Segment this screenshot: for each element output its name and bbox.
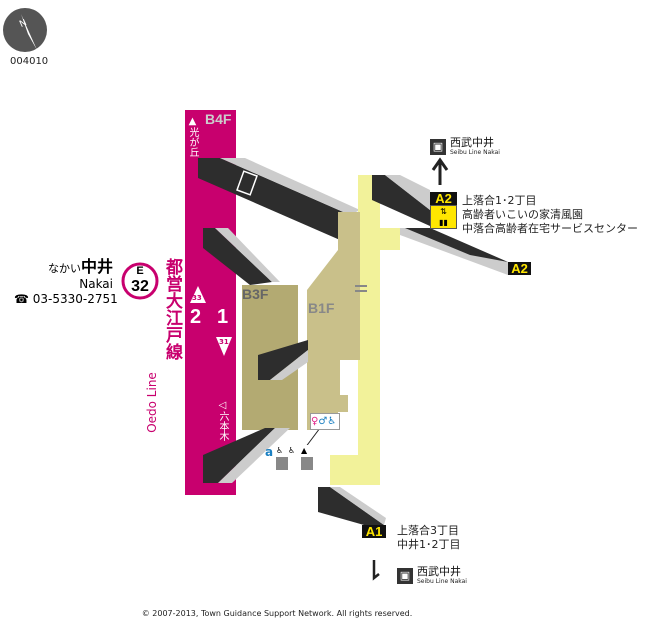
compass-icon — [3, 8, 47, 52]
phone-icon: ☎ — [14, 292, 33, 306]
train-icon: ▣ — [397, 567, 413, 584]
map-code: 004010 — [10, 56, 49, 67]
direction-roppongi: ◁六本木 — [217, 400, 228, 441]
platform-1: 1 — [217, 306, 229, 328]
exit-a2-destinations: 上落合1･2丁目 高齢者いこいの家清風園 中落合高齢者在宅サービスセンター — [462, 194, 638, 235]
train-icon: ▣ — [430, 138, 446, 155]
exit-a1-destinations: 上落合3丁目 中井1･2丁目 — [397, 524, 461, 551]
station-phone: ☎ 03-5330-2751 — [14, 292, 118, 306]
line-code: E — [136, 265, 144, 277]
exit-a1-marker[interactable]: A1 — [362, 525, 386, 538]
line-name-en: Oedo Line — [144, 372, 159, 433]
exit-a2-badge: A2 — [430, 192, 457, 205]
copyright: © 2007-2013, Town Guidance Support Netwo… — [141, 609, 413, 618]
passage-b4f — [198, 158, 350, 240]
floor-label-b1f: B1F — [308, 300, 335, 316]
floor-label-b4f: B4F — [205, 111, 232, 127]
facility-label: a — [265, 445, 274, 459]
station-number-badge — [121, 262, 159, 300]
corridor-b1f — [330, 175, 400, 485]
escalator-icon — [236, 170, 258, 196]
next-station: 31 — [219, 338, 229, 346]
platform-2: 2 — [190, 306, 202, 328]
facility-icons: ♿♿▲ — [276, 445, 313, 470]
line-name-ja: 都営大江戸線 — [162, 258, 182, 360]
direction-hikarigaoka: ▲光が丘 — [187, 116, 198, 157]
arrow-up-icon — [431, 157, 449, 185]
floor-label-b3f: B3F — [242, 286, 269, 302]
floor-b1f — [307, 212, 360, 430]
station-name: なかい中井 — [47, 257, 113, 276]
prev-station: 33 — [192, 294, 202, 302]
station-romaji: Nakai — [79, 277, 113, 291]
arrow-down-icon — [372, 560, 380, 581]
elevator-icon: ⇅▮▮ — [430, 205, 457, 229]
exit-a2-marker[interactable]: A2 — [508, 262, 531, 275]
restroom-icon: ♀♂♿ — [310, 413, 340, 430]
station-number: 32 — [131, 278, 149, 295]
